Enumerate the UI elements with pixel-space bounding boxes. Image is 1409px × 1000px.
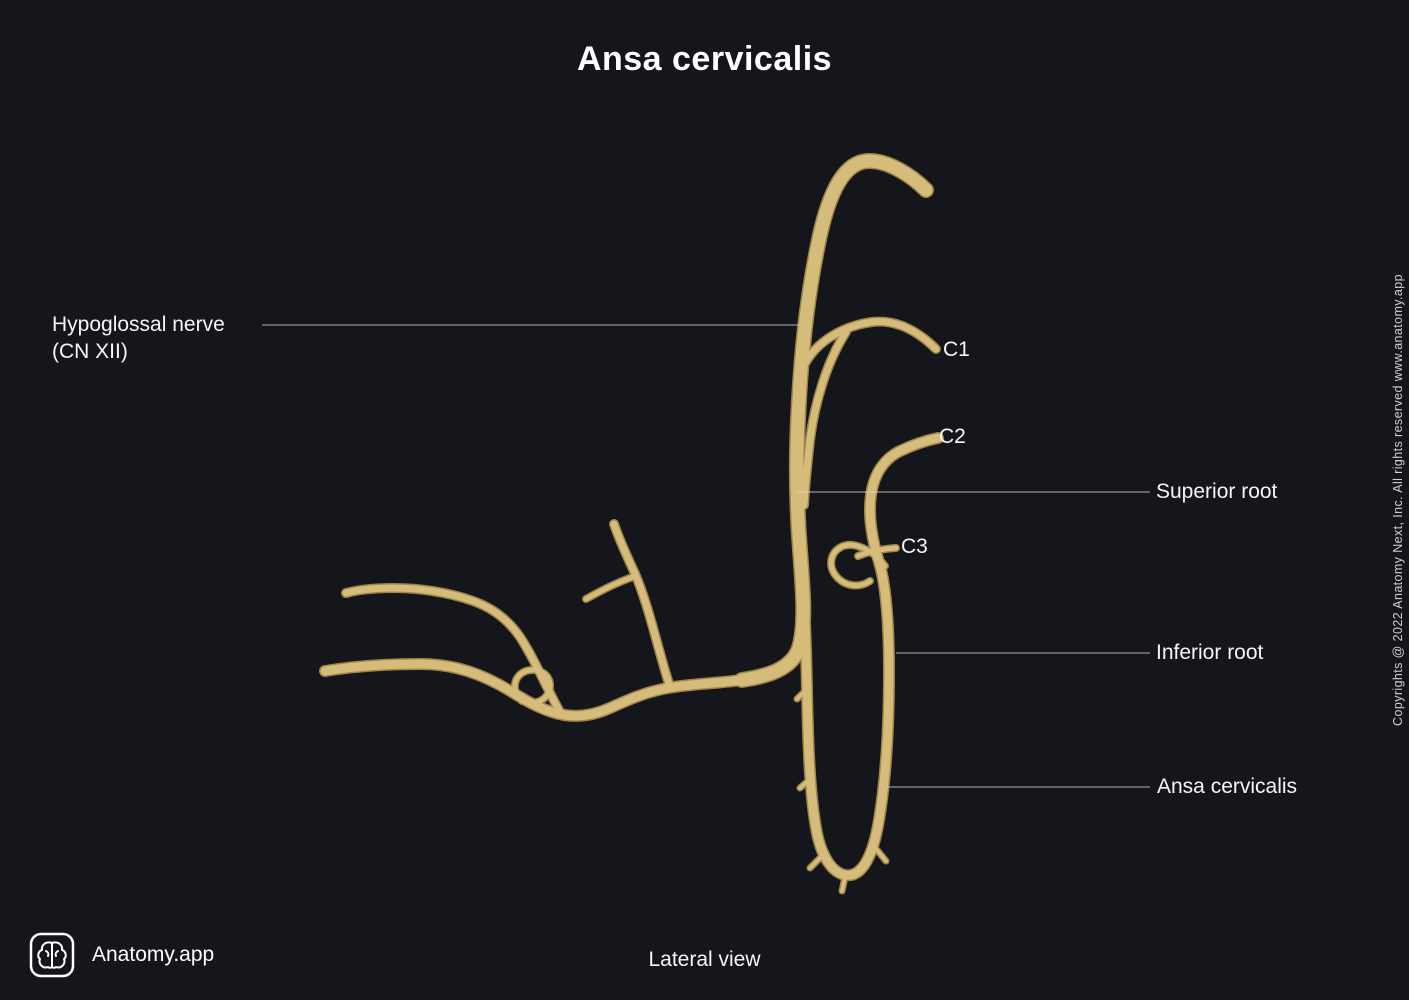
label-inferior-root: Inferior root xyxy=(1156,641,1264,664)
copyright-text: Copyrights @ 2022 Anatomy Next, Inc. All… xyxy=(1391,274,1405,726)
nerve-shadow-layer xyxy=(325,161,938,891)
brand: Anatomy.app xyxy=(28,931,214,979)
view-caption: Lateral view xyxy=(648,948,761,971)
label-c1: C1 xyxy=(943,338,970,361)
hypoglossal-nerve-path xyxy=(742,161,926,680)
brand-name: Anatomy.app xyxy=(92,943,215,966)
brain-icon xyxy=(29,932,75,978)
label-hypoglossal-line2: (CN XII) xyxy=(52,340,128,363)
page-title: Ansa cervicalis xyxy=(576,40,833,78)
label-superior-root: Superior root xyxy=(1156,480,1278,503)
label-hypoglossal-nerve: Hypoglossal nerve (CN XII) xyxy=(52,311,225,365)
label-ansa-cervicalis: Ansa cervicalis xyxy=(1157,775,1298,798)
nerve-paths xyxy=(325,161,938,893)
ansa-cervicalis-loop-path xyxy=(801,438,938,875)
leader-lines xyxy=(262,324,1150,788)
label-c2: C2 xyxy=(939,425,966,448)
label-hypoglossal-line1: Hypoglossal nerve xyxy=(52,313,225,336)
label-c3: C3 xyxy=(901,535,928,558)
